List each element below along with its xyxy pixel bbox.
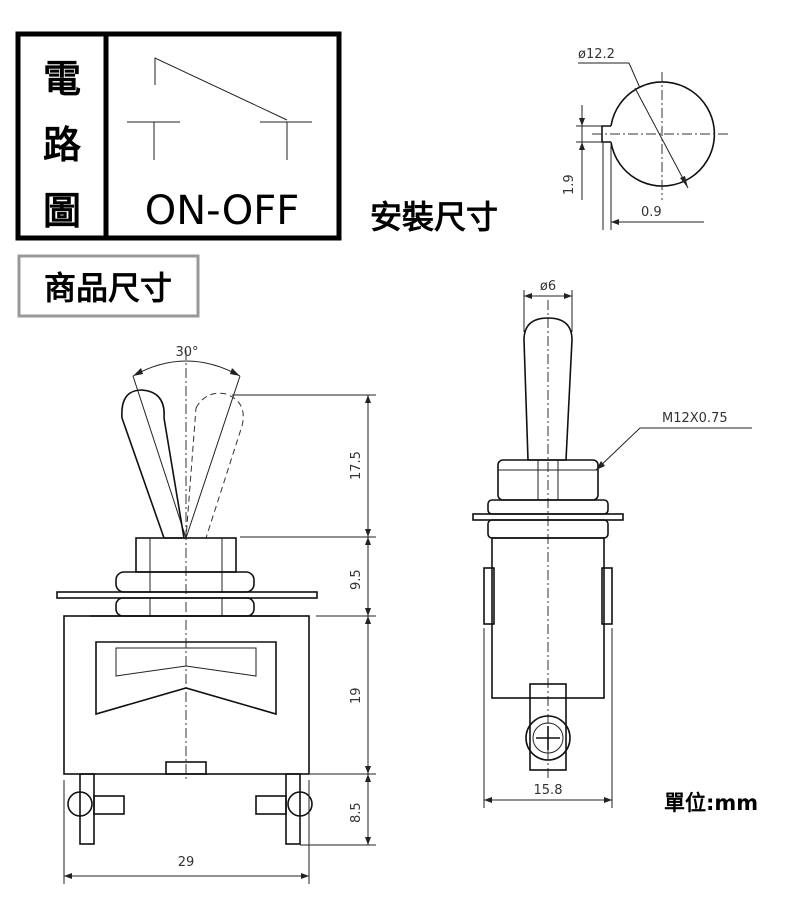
install-size-label: 安裝尺寸 (370, 198, 498, 236)
thread-spec-label: M12X0.75 (662, 411, 728, 426)
key-width-dim: 0.9 (641, 205, 662, 220)
side-body (491, 537, 605, 699)
unit-label: 單位:mm (664, 791, 758, 815)
circuit-title-char-2: 路 (43, 123, 82, 167)
switch-symbol (127, 57, 312, 160)
front-upper-nut (115, 571, 255, 593)
circuit-diagram-box: 電 路 圖 ON-OFF (15, 31, 342, 241)
toggle-angle-dim: 30° (175, 345, 198, 360)
front-view-drawing: 30° (56, 345, 376, 884)
circuit-box-frame (15, 31, 342, 241)
terminal-height-dim: 8.5 (349, 802, 364, 823)
front-terminal-left (67, 773, 125, 845)
body-height-dim: 19 (349, 687, 364, 704)
bushing-height-dim: 9.5 (349, 569, 364, 590)
lever-diameter-dim: ø6 (540, 279, 556, 294)
panel-hole-drawing: ø12.2 1.9 0.9 (562, 47, 730, 230)
panel-hole-diameter: ø12.2 (578, 47, 615, 62)
body-width-dim: 29 (178, 855, 195, 870)
lever-off-position (185, 392, 244, 539)
product-size-label-box: 商品尺寸 (17, 254, 200, 318)
side-terminal-screw (525, 715, 571, 761)
key-height-dim: 1.9 (562, 174, 577, 195)
side-body-width-dim: 15.8 (534, 783, 563, 798)
panel-hole-circle (610, 81, 716, 187)
circuit-title-char-3: 圖 (43, 189, 81, 233)
side-view-drawing: ø6 M12X0.75 15.8 (472, 279, 752, 808)
side-lever (523, 317, 573, 461)
front-panel-plate (56, 591, 318, 599)
lever-height-dim: 17.5 (349, 451, 364, 480)
front-lower-nut (115, 597, 255, 617)
side-terminal (529, 683, 567, 771)
circuit-mode-label: ON-OFF (145, 188, 299, 234)
front-terminal-right (255, 773, 313, 845)
lever-on-position (121, 389, 185, 539)
product-size-label: 商品尺寸 (44, 269, 172, 307)
circuit-title-char-1: 電 (43, 57, 81, 101)
